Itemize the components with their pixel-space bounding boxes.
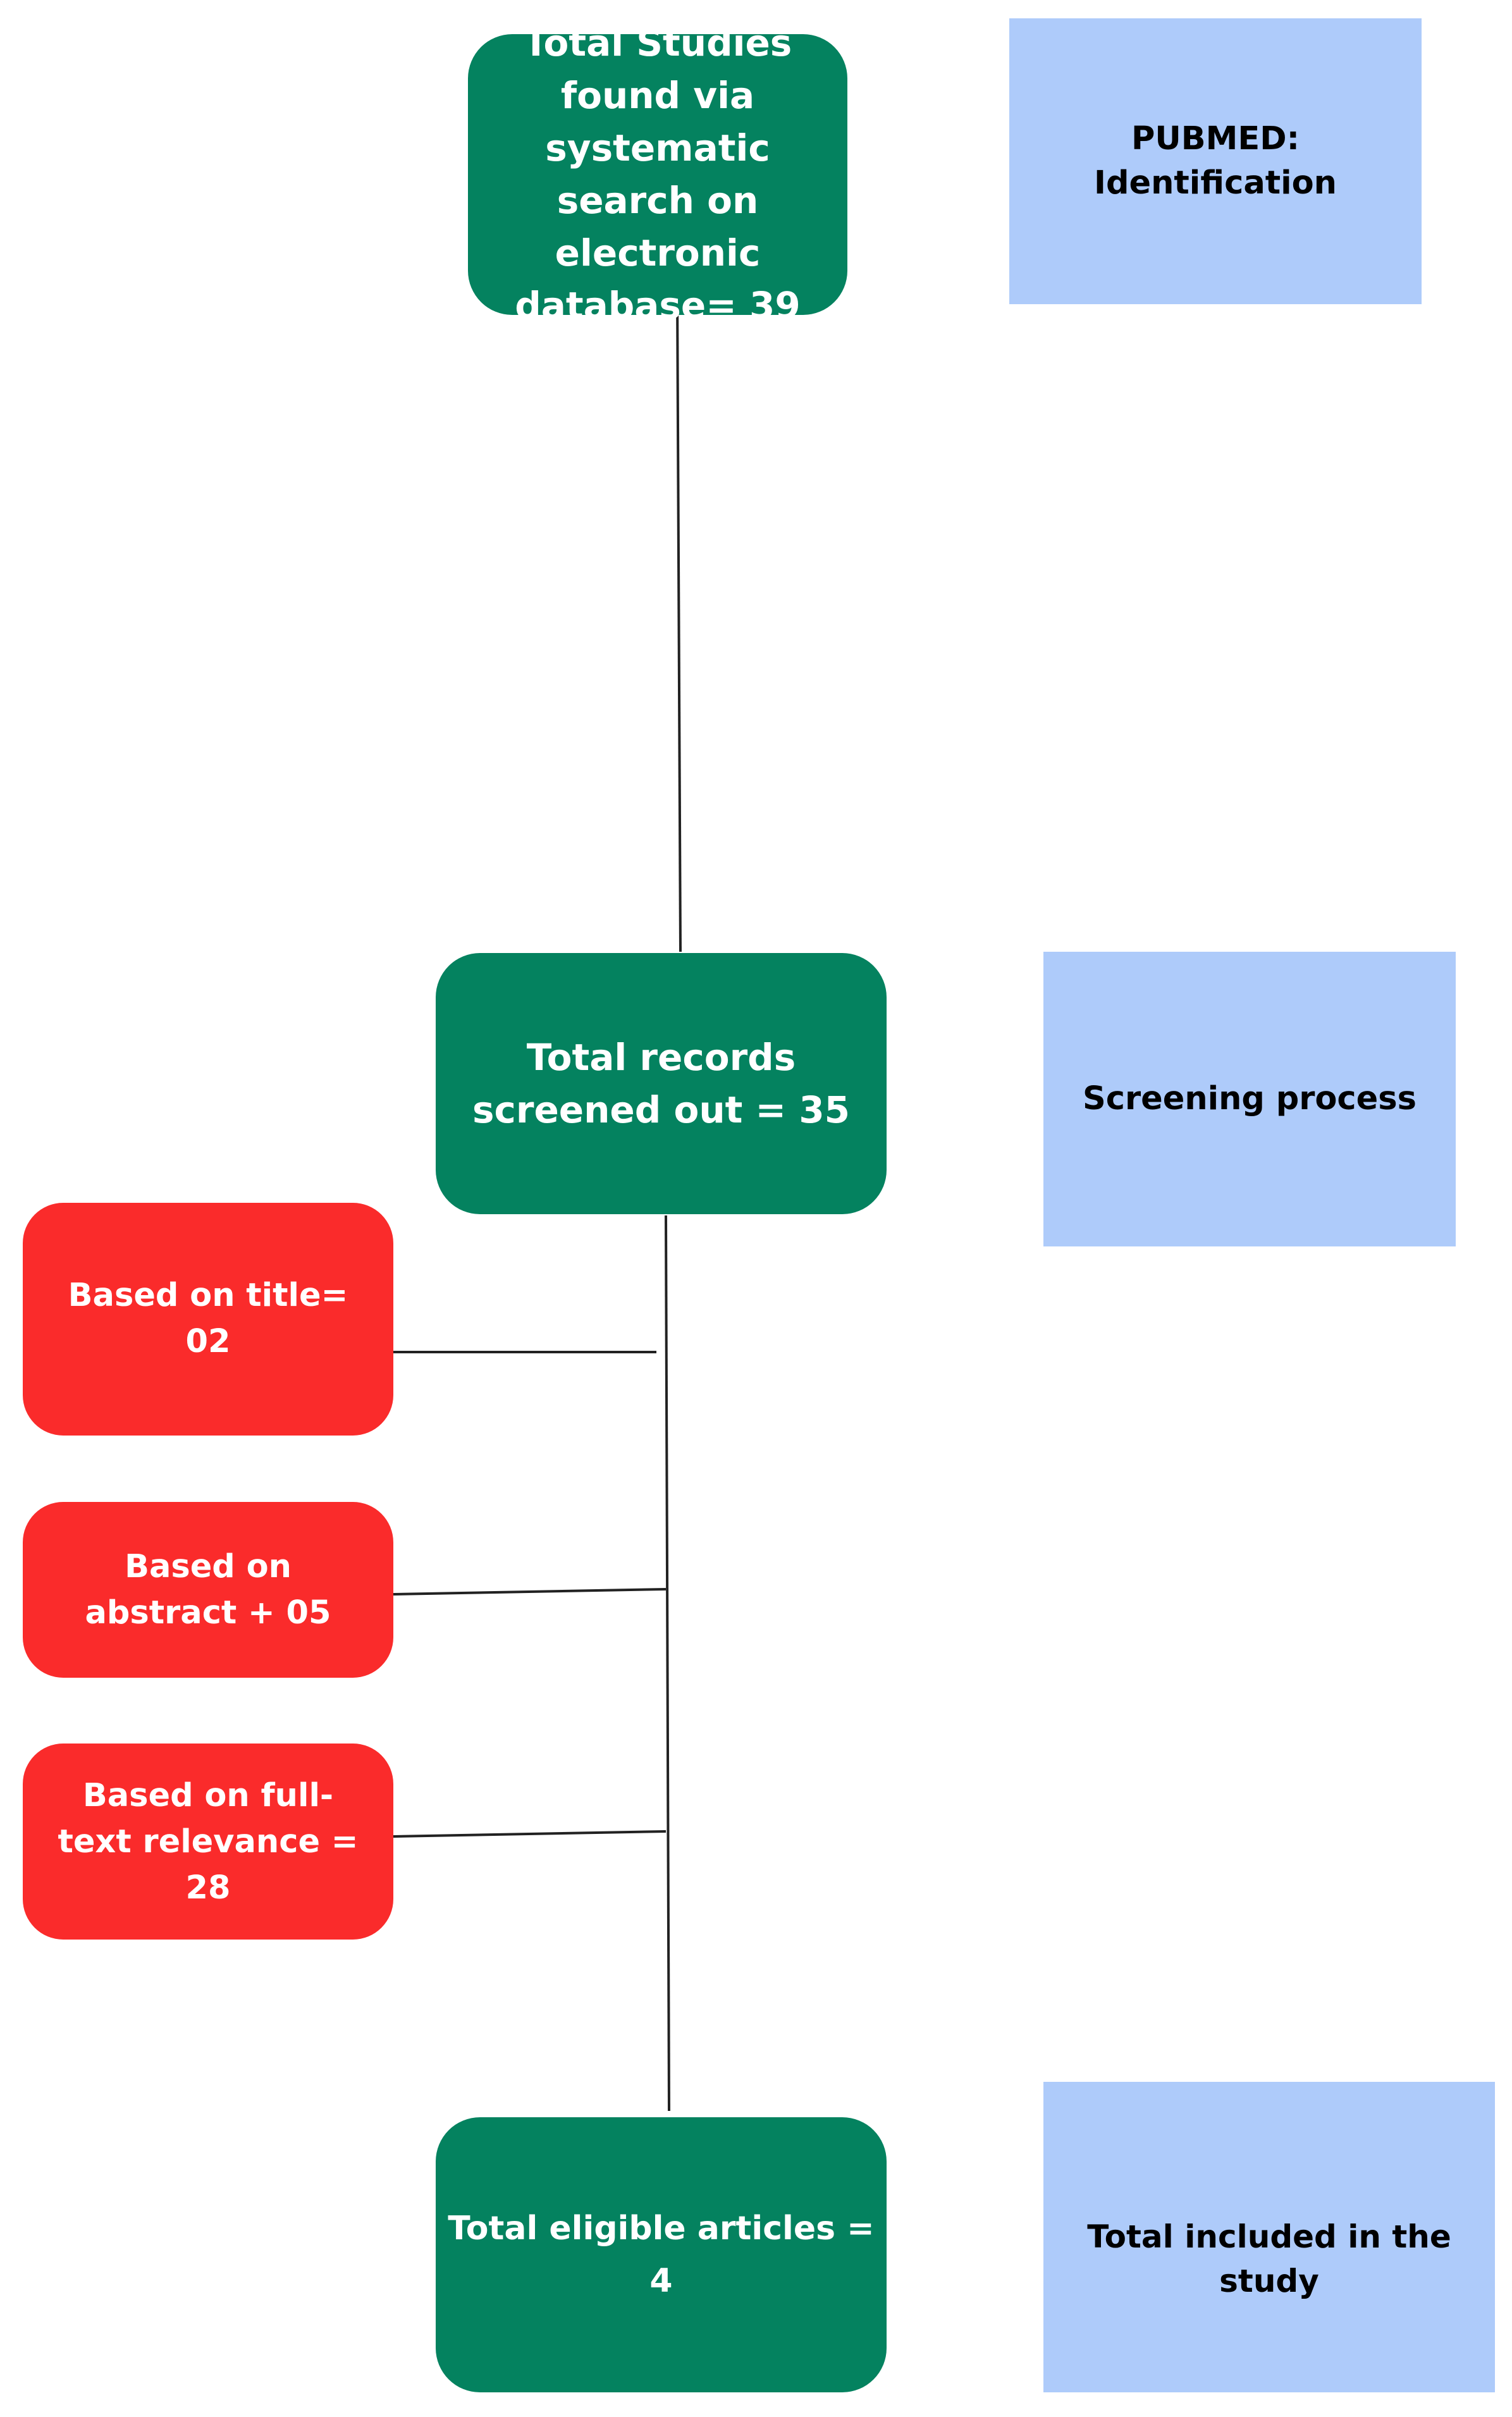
exclusion-abstract-box: Based on abstract + 05 xyxy=(23,1502,393,1678)
screening-box: Total records screened out = 35 xyxy=(436,953,887,1214)
connector-identification-to-screening xyxy=(676,293,682,952)
exclusion-fulltext-box: Based on full-text relevance = 28 xyxy=(23,1744,393,1940)
included-box: Total eligible articles = 4 xyxy=(436,2117,887,2392)
connector-screening-to-included xyxy=(665,1215,670,2112)
phase-label-screening: Screening process xyxy=(1043,952,1456,1246)
connector-to-fulltext-exclusion xyxy=(393,1830,667,1838)
phase-label-identification-text: PUBMED: Identification xyxy=(1094,120,1337,202)
included-text: Total eligible articles = 4 xyxy=(448,2209,875,2300)
exclusion-fulltext-text: Based on full-text relevance = 28 xyxy=(58,1776,359,1907)
connector-to-abstract-exclusion xyxy=(393,1588,667,1596)
screening-text: Total records screened out = 35 xyxy=(472,1035,851,1131)
phase-label-included: Total included in the study xyxy=(1043,2082,1495,2392)
exclusion-title-box: Based on title= 02 xyxy=(23,1203,393,1436)
phase-label-screening-text: Screening process xyxy=(1083,1080,1417,1117)
phase-label-identification: PUBMED: Identification xyxy=(1009,18,1422,304)
exclusion-title-text: Based on title= 02 xyxy=(68,1277,348,1360)
phase-label-included-text: Total included in the study xyxy=(1087,2218,1451,2299)
identification-text: Total Studies found via systematic searc… xyxy=(515,22,801,327)
exclusion-abstract-text: Based on abstract + 05 xyxy=(85,1548,331,1632)
identification-box: Total Studies found via systematic searc… xyxy=(468,22,847,327)
